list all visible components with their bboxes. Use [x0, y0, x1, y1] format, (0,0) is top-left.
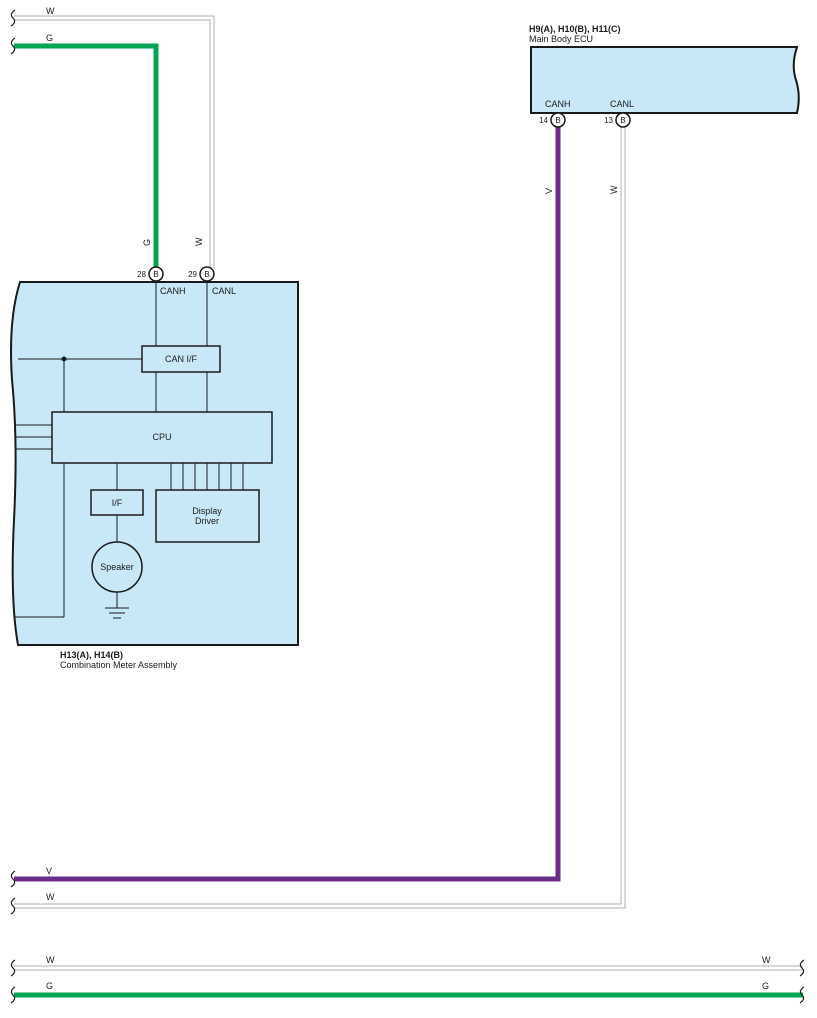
ecu-canh-label: CANH — [545, 99, 571, 109]
wire-label-bot-w-left: W — [46, 955, 55, 965]
wire-break-mid-w — [10, 897, 16, 915]
wire-label-mid-v: V — [46, 866, 52, 876]
wire-top-green — [14, 43, 159, 268]
wire-break-mid-v — [10, 870, 16, 888]
if-block — [90, 489, 144, 516]
meter-canl-label: CANL — [212, 286, 236, 296]
if-label: I/F — [112, 498, 123, 508]
wire-break-bot-w-left — [10, 959, 16, 977]
meter-pin-canh-conn: B — [153, 270, 158, 279]
wire-break-bot-g-left — [10, 986, 16, 1004]
cpu-label: CPU — [152, 432, 171, 442]
speaker-label: Speaker — [100, 562, 134, 572]
ecu-canl-label: CANL — [610, 99, 634, 109]
wire-label-bot-g-left: G — [46, 981, 53, 991]
ecu-pin-canl-conn: B — [620, 116, 625, 125]
wire-label-meter-g: G — [142, 239, 152, 246]
can-if-label: CAN I/F — [165, 354, 198, 364]
display-driver-label-1: Display — [192, 506, 222, 516]
meter-pin-canl-num: 29 — [188, 270, 197, 279]
wire-top-white — [14, 15, 215, 268]
meter-name: Combination Meter Assembly — [60, 660, 178, 670]
ecu-pin-canh — [550, 112, 566, 128]
wire-break-top-w — [10, 9, 16, 27]
display-bus — [170, 463, 244, 490]
ecu-name: Main Body ECU — [529, 34, 593, 44]
display-driver-block — [155, 489, 260, 543]
wire-label-bot-w-right: W — [762, 955, 771, 965]
ecu-connectors: H9(A), H10(B), H11(C) — [529, 24, 621, 34]
wire-ecu-violet — [14, 126, 561, 882]
meter-connectors: H13(A), H14(B) — [60, 650, 123, 660]
wire-break-top-g — [10, 37, 16, 55]
ground-icon — [105, 607, 129, 619]
ecu-pin-canh-conn: B — [555, 116, 560, 125]
ecu-pin-canh-num: 14 — [539, 116, 548, 125]
meter-pin-canh-num: 28 — [137, 270, 146, 279]
wire-label-top-g: G — [46, 33, 53, 43]
wire-label-ecu-v: V — [544, 188, 554, 194]
can-if-block — [141, 345, 221, 373]
display-driver-label-2: Driver — [195, 516, 219, 526]
wire-ecu-white — [14, 126, 626, 909]
wire-label-top-w: W — [46, 6, 55, 16]
wire-break-bot-g-right — [799, 986, 805, 1004]
meter-canh-label: CANH — [160, 286, 186, 296]
wire-break-bot-w-right — [799, 959, 805, 977]
ecu-pin-canl-num: 13 — [604, 116, 613, 125]
wire-label-mid-w: W — [46, 892, 55, 902]
meter-pin-canl — [199, 266, 215, 282]
wire-label-ecu-w: W — [609, 185, 619, 194]
ecu-pin-canl — [615, 112, 631, 128]
main-body-ecu-block — [530, 46, 800, 114]
wire-label-bot-g-right: G — [762, 981, 769, 991]
meter-pin-canl-conn: B — [204, 270, 209, 279]
meter-pin-canh — [148, 266, 164, 282]
wire-label-meter-w: W — [194, 237, 204, 246]
cpu-block — [51, 411, 273, 464]
